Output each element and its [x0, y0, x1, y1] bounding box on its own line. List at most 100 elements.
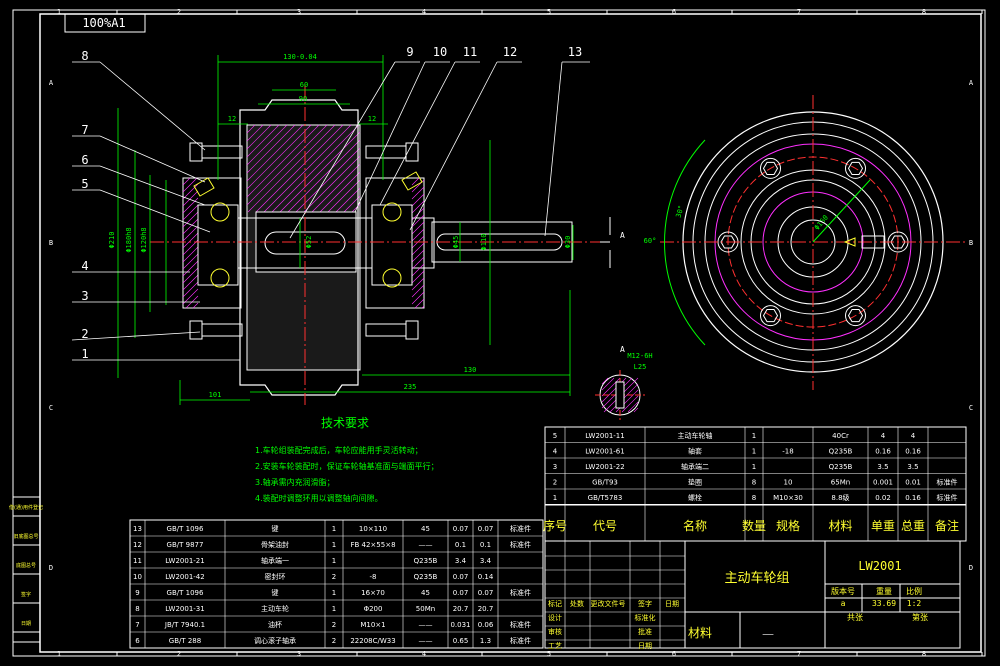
bom-cell: GB/T93 — [592, 479, 618, 487]
zone-label: 6 — [672, 8, 676, 16]
zone-label: 1 — [57, 650, 61, 658]
dimension-text: Φ210 — [108, 232, 116, 249]
bom-cell: 0.06 — [478, 621, 494, 629]
outer-frame — [12, 9, 986, 657]
dimension-text: 30° — [675, 204, 686, 218]
stamp-text: 日期 — [21, 621, 31, 627]
bom-cell: 标准件 — [510, 524, 531, 533]
balloon-4: 4 — [81, 259, 88, 273]
bom-cell: 0.07 — [453, 589, 469, 597]
bom-cell: 20.7 — [453, 605, 469, 613]
zone-label: 3 — [297, 8, 301, 16]
bom-cell: 5 — [553, 432, 557, 440]
zone-label: 5 — [547, 8, 551, 16]
bom-cell: Φ200 — [364, 605, 383, 613]
bom-header: 单重 — [871, 519, 895, 533]
bom-cell: 0.07 — [478, 589, 494, 597]
zone-label: A — [49, 79, 54, 87]
zone-label: 8 — [922, 650, 926, 658]
end-view — [660, 95, 965, 390]
bom-cell: 1 — [332, 557, 336, 565]
title-label: 批准 — [638, 627, 652, 636]
bolt-head — [762, 309, 779, 323]
zone-label: D — [969, 564, 973, 572]
bom-cell: 50Mn — [416, 605, 435, 613]
zone-label: C — [969, 404, 973, 412]
bom-cell: 0.16 — [875, 448, 891, 456]
bom-header: 序号 — [543, 518, 567, 533]
bom-cell: M10×1 — [360, 621, 385, 629]
balloon-7: 7 — [81, 123, 88, 137]
title-label: 标记 — [548, 599, 562, 608]
bom-cell: 11 — [133, 557, 142, 565]
dimension-text: 130 — [464, 366, 477, 374]
bom-cell: 主动车轮轴 — [678, 431, 713, 440]
bolt-head — [762, 161, 779, 175]
bom-cell: 20.7 — [478, 605, 494, 613]
bom-cell: 1 — [752, 432, 756, 440]
bom-cell: 3.4 — [455, 557, 467, 565]
stamp-text: 旧底图总号 — [13, 533, 38, 540]
stamp-text: 底图总号 — [16, 562, 36, 569]
bom-cell: 骨架油封 — [261, 540, 289, 549]
bom-cell: LW2001-42 — [165, 573, 204, 581]
material-label: 材料 — [688, 626, 712, 640]
dimension-text: 12 — [368, 115, 376, 123]
bom-cell: 3.5 — [907, 463, 918, 471]
bom-header: 规格 — [776, 518, 800, 533]
zone-label: 8 — [922, 8, 926, 16]
title-label: 设计 — [548, 613, 562, 622]
total-sheets: 共张 — [847, 613, 863, 622]
bom-cell: LW2001-31 — [165, 605, 204, 613]
balloon-1: 1 — [81, 347, 88, 361]
bom-cell: 13 — [133, 525, 142, 533]
bom-cell: 轴承端一 — [261, 556, 289, 565]
bolt-head — [847, 161, 864, 175]
bom-cell: 2 — [553, 479, 557, 487]
dimension-text: Φ120h8 — [140, 227, 148, 252]
dimension-text: 90 — [299, 95, 307, 103]
zone-label: 1 — [57, 8, 61, 16]
bom-header: 材料 — [828, 519, 852, 533]
dimension-text: 101 — [209, 391, 222, 399]
title-border — [544, 540, 961, 649]
zone-label: D — [49, 564, 53, 572]
bom-cell: 4 — [881, 432, 886, 440]
balloon-leaders — [71, 61, 590, 361]
bom-cell: 1 — [752, 448, 756, 456]
bom-cell: Q235B — [829, 448, 853, 456]
bom-cell: GB/T 1096 — [167, 589, 204, 597]
bom-cell: 10×110 — [359, 525, 387, 533]
bom-cell: 标准件 — [937, 493, 958, 502]
bom-cell: 标准件 — [510, 540, 531, 549]
bom-cell: 1 — [332, 541, 336, 549]
bom-cell: 0.001 — [873, 479, 893, 487]
bolt-hole — [845, 157, 866, 179]
bom-cell: 轴套 — [688, 447, 702, 456]
title-label: 标准化 — [635, 613, 656, 622]
dimension-text: 130-0.04 — [283, 53, 317, 61]
dimension-text: 60° — [644, 237, 657, 245]
bom-cell: 0.07 — [453, 525, 469, 533]
zone-label: C — [49, 404, 53, 412]
dimension-text: 235 — [404, 383, 417, 391]
inner-frame — [39, 13, 982, 653]
tech-item: 2.安装车轮装配时，保证车轮轴基准面与端面平行； — [255, 461, 439, 471]
bolt-hole — [760, 157, 781, 179]
bom-cell: 2 — [332, 573, 336, 581]
bom-cell: 45 — [421, 589, 430, 597]
ratio-value: 1:2 — [907, 599, 922, 608]
scale-label: 100%A1 — [82, 16, 125, 30]
bom-cell: 轴承端二 — [681, 462, 709, 471]
zone-label: 7 — [797, 8, 801, 16]
bolt-hole — [760, 305, 781, 327]
bom-cell: —— — [419, 621, 433, 629]
zone-label: 2 — [177, 650, 181, 658]
drawing-number: LW2001 — [858, 559, 901, 573]
small-section-view — [595, 370, 645, 420]
